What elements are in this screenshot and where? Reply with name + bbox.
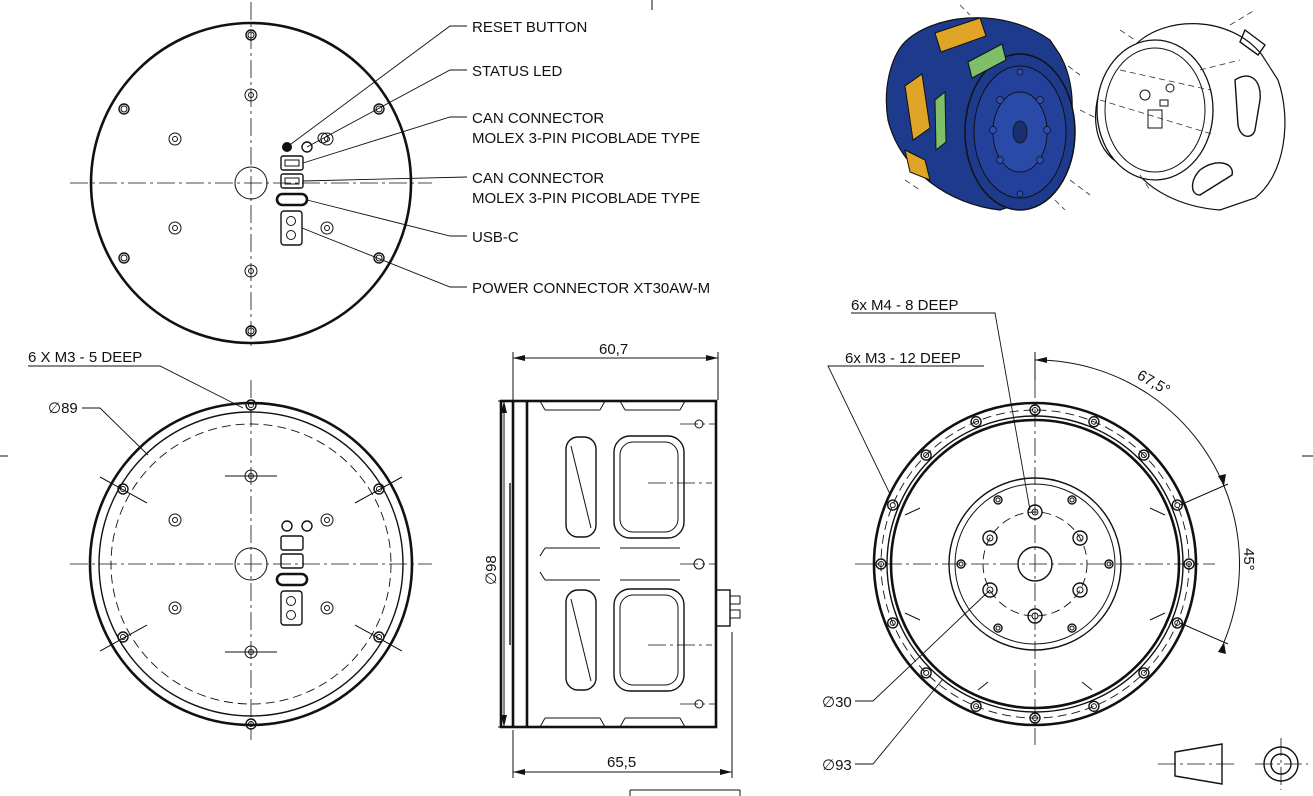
outer-bolt-hole	[1029, 404, 1041, 416]
can-connector-1-label: CAN CONNECTOR	[472, 110, 604, 127]
can-connector-2-sublabel: MOLEX 3-PIN PICOBLADE TYPE	[472, 190, 700, 207]
reset-button-label: RESET BUTTON	[472, 19, 587, 36]
outer-bolt-hole-inner	[1090, 703, 1097, 710]
thread-note-m3-deep: 6x M3 - 12 DEEP	[845, 350, 961, 367]
inner-m4-hole	[982, 582, 998, 598]
outer-bolt-hole-inner	[889, 619, 896, 626]
outer-bolt-hole	[887, 617, 899, 629]
outer-bolt-hole-inner	[878, 561, 884, 567]
top-face-view	[70, 2, 432, 348]
outer-bolt-hole-inner	[923, 452, 930, 459]
outer-bolt-hole-inner	[1032, 407, 1038, 413]
outer-bolt-hole	[1183, 558, 1195, 570]
dim-width-bottom: 65,5	[607, 754, 636, 771]
mid-screw-ring	[956, 495, 1114, 633]
diameter-89-label: ∅89	[48, 400, 78, 417]
outer-bolt-hole-inner	[1174, 502, 1181, 509]
side-window-group	[565, 435, 685, 692]
mid-screw-inner	[995, 497, 1001, 503]
mid-screw-inner	[1069, 497, 1075, 503]
inner-m4-hole	[1027, 608, 1043, 624]
inner-m4-hole	[1072, 582, 1088, 598]
mount-hole-group	[118, 29, 385, 337]
status-led-label: STATUS LED	[472, 63, 562, 80]
usb-c-label: USB-C	[472, 229, 519, 246]
mid-screw-inner	[958, 561, 964, 567]
outer-bolt-hole	[1171, 617, 1183, 629]
inner-m4-hole-inner	[1031, 508, 1039, 516]
projection-symbol	[1158, 738, 1308, 790]
mid-screw-inner	[1106, 561, 1112, 567]
thread-note-m3: 6 X M3 - 5 DEEP	[28, 349, 142, 366]
outer-bolt-hole	[1138, 449, 1150, 461]
diameter-30-label: ∅30	[822, 694, 852, 711]
inner-m4-hole-inner	[986, 586, 994, 594]
can-connector-2-shape	[280, 173, 304, 189]
angle-67-5-label: 67,5°	[1134, 367, 1173, 399]
diameter-93-label: ∅93	[822, 757, 852, 774]
iso-render-line	[1094, 9, 1286, 211]
usb-c-shape	[275, 192, 309, 207]
mid-screw-inner	[1069, 625, 1075, 631]
mid-screw	[1067, 623, 1077, 633]
front-face-view: 67,5° 45° 6x M4 - 8 DEEP 6x M3 - 12 DEEP…	[822, 297, 1257, 774]
outer-bolt-hole-inner	[1032, 715, 1038, 721]
outer-bolt-hole	[1138, 667, 1150, 679]
mid-screw	[1104, 559, 1114, 569]
inner-m4-hole	[982, 530, 998, 546]
mid-screw	[993, 495, 1003, 505]
inner-m4-hole	[1072, 530, 1088, 546]
callout-labels: RESET BUTTON STATUS LED CAN CONNECTOR MO…	[472, 19, 710, 297]
angle-45-label: 45°	[1240, 548, 1257, 571]
mount-hole-group	[117, 399, 385, 730]
outer-bolt-hole-inner	[973, 703, 980, 710]
outer-bolt-hole	[970, 416, 982, 428]
mid-screw	[993, 623, 1003, 633]
can-connector-1-shape	[280, 155, 304, 171]
outer-bolt-hole-inner	[973, 418, 980, 425]
inner-m4-hole-inner	[1076, 534, 1084, 542]
power-connector-label: POWER CONNECTOR XT30AW-M	[472, 280, 710, 297]
outer-bolt-hole	[887, 499, 899, 511]
status-led-shape	[301, 141, 313, 153]
dim-width-top: 60,7	[599, 341, 628, 358]
outer-bolt-hole	[1088, 416, 1100, 428]
inner-m4-hole-inner	[986, 534, 994, 542]
iso-render-blue	[885, 4, 1101, 211]
outer-bolt-hole-inner	[1186, 561, 1192, 567]
outer-bolt-hole-inner	[1140, 452, 1147, 459]
outer-bolt-hole	[875, 558, 887, 570]
outer-bolt-hole-inner	[1090, 418, 1097, 425]
outer-bolt-hole	[1088, 700, 1100, 712]
outer-bolt-hole-inner	[1140, 669, 1147, 676]
screw-group	[168, 469, 334, 659]
inner-m4-hole	[1027, 504, 1043, 520]
can-connector-2-label: CAN CONNECTOR	[472, 170, 604, 187]
mid-screw	[1067, 495, 1077, 505]
outer-bolt-hole-inner	[1174, 619, 1181, 626]
outer-bolt-hole	[970, 700, 982, 712]
mid-screw-inner	[995, 625, 1001, 631]
outer-hole-ring	[875, 404, 1195, 724]
inner-hole-ring	[982, 504, 1088, 624]
outer-bolt-hole	[920, 667, 932, 679]
inner-m4-hole-inner	[1076, 586, 1084, 594]
outer-bolt-hole-inner	[889, 502, 896, 509]
can-connector-1-sublabel: MOLEX 3-PIN PICOBLADE TYPE	[472, 130, 700, 147]
side-view: 60,7 65,5 ∅98	[483, 341, 741, 778]
callout-leaders	[286, 25, 468, 288]
outer-bolt-hole	[1171, 499, 1183, 511]
outer-bolt-hole	[920, 449, 932, 461]
thread-note-m4: 6x M4 - 8 DEEP	[851, 297, 959, 314]
outer-bolt-hole	[1029, 712, 1041, 724]
inner-m4-hole-inner	[1031, 612, 1039, 620]
bottom-face-view: 6 X M3 - 5 DEEP ∅89	[28, 349, 432, 740]
outer-bolt-hole-inner	[923, 669, 930, 676]
dim-height-98: ∅98	[483, 555, 500, 585]
mid-screw	[956, 559, 966, 569]
